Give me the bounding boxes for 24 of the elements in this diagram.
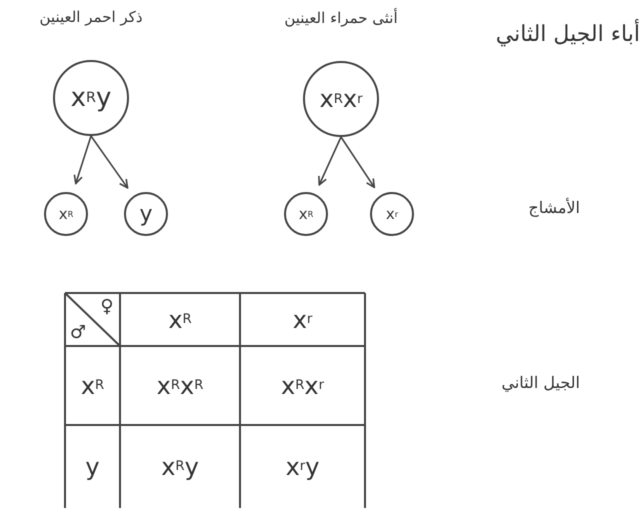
genotype-text: x$^{R}$x$^{R}$ <box>156 370 204 402</box>
gamete-circle: y <box>124 192 168 236</box>
arrow <box>340 136 376 188</box>
arrow <box>318 136 342 186</box>
allele-header: x$^{R}$ <box>167 304 193 336</box>
female-symbol: ♀ <box>99 294 115 318</box>
genotype-text: x$^{R}$x$^{r}$ <box>280 370 325 402</box>
genotype-text: x$^{R}$y <box>160 452 200 482</box>
gamete-circle: x$^{R}$ <box>284 192 328 236</box>
parent-genotype-circle: x$^{R}$x$^{r}$ <box>303 61 379 137</box>
allele-header: x$^{R}$ <box>80 370 106 402</box>
row-heading: الأمشاج <box>527 198 580 217</box>
arrow <box>90 136 128 189</box>
allele-header: x$^{r}$ <box>292 304 314 336</box>
allele-header: y <box>84 452 101 482</box>
arrow <box>74 136 92 184</box>
row-heading: الجيل الثاني <box>500 373 580 392</box>
male-symbol: ♂ <box>68 320 88 344</box>
genotype-text: x$^{r}$y <box>284 452 320 482</box>
gamete-circle: x$^{R}$ <box>44 192 88 236</box>
parent-genotype-circle: x$^{R}$y <box>53 60 129 136</box>
parent-heading: أنثى حمراء العينين <box>283 9 399 27</box>
gamete-circle: x$^{r}$ <box>370 192 414 236</box>
parent-heading: ذكر احمر العينين <box>38 8 144 26</box>
